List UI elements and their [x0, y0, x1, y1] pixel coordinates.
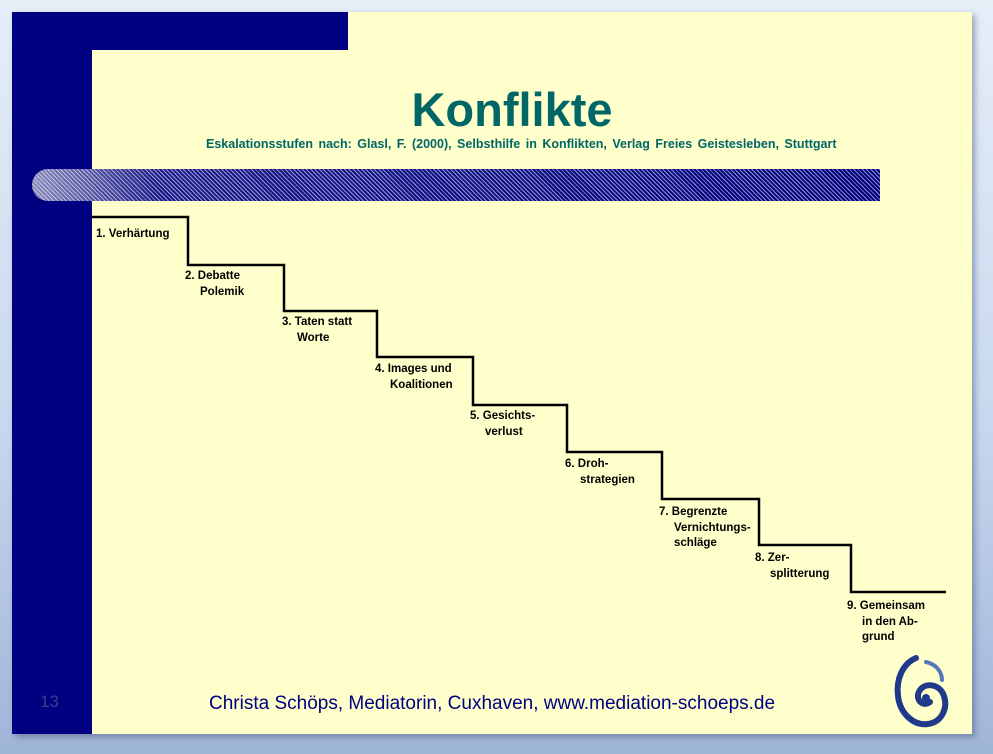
step-5-line2: verlust [485, 425, 523, 438]
step-1-label: 1. Verhärtung [96, 227, 170, 243]
step-6-line1: 6. Droh- [565, 458, 609, 470]
step-9-line2: in den Ab- [862, 615, 918, 628]
step-9-label: 9. Gemeinsam in den Ab- grund [847, 599, 925, 646]
step-8-label: 8. Zer- splitterung [755, 551, 829, 582]
decorative-band [32, 169, 880, 201]
step-6-label: 6. Droh- strategien [565, 457, 635, 488]
step-2-line2: Polemik [200, 285, 245, 298]
step-2-label: 2. Debatte Polemik [185, 269, 244, 300]
step-9-line3: grund [862, 631, 895, 643]
step-7-line1: 7. Begrenzte [659, 506, 728, 518]
slide-number: 13 [40, 692, 59, 711]
step-4-line1: 4. Images und [375, 363, 452, 375]
staircase-line [92, 215, 946, 594]
step-6-line2: strategien [580, 473, 635, 486]
step-2-line1: 2. Debatte [185, 270, 240, 282]
step-7-line3: schläge [674, 537, 717, 549]
step-3-label: 3. Taten statt Worte [282, 315, 352, 346]
slide-subtitle: Eskalationsstufen nach: Glasl, F. (2000)… [206, 137, 837, 151]
step-4-line2: Koalitionen [390, 378, 453, 391]
step-8-line2: splitterung [770, 567, 830, 580]
step-3-line2: Worte [297, 331, 330, 344]
step-8-line1: 8. Zer- [755, 552, 790, 564]
footer-text: Christa Schöps, Mediatorin, Cuxhaven, ww… [209, 693, 776, 714]
step-7-line2: Vernichtungs- [674, 521, 751, 534]
step-3-line1: 3. Taten statt [282, 316, 353, 328]
blue-top-bar [12, 12, 348, 50]
slide-title: Konflikte [411, 83, 613, 136]
step-7-label: 7. Begrenzte Vernichtungs- schläge [659, 505, 751, 552]
step-9-line1: 9. Gemeinsam [847, 600, 925, 612]
step-5-label: 5. Gesichts- verlust [470, 409, 535, 440]
spiral-logo-icon [894, 655, 949, 728]
step-4-label: 4. Images und Koalitionen [375, 362, 453, 393]
step-1-line1: 1. Verhärtung [96, 228, 170, 240]
blue-sidebar [12, 12, 92, 734]
staircase-diagram [92, 215, 946, 594]
slide: Konflikte Eskalationsstufen nach: Glasl,… [12, 12, 972, 734]
step-5-line1: 5. Gesichts- [470, 410, 536, 422]
